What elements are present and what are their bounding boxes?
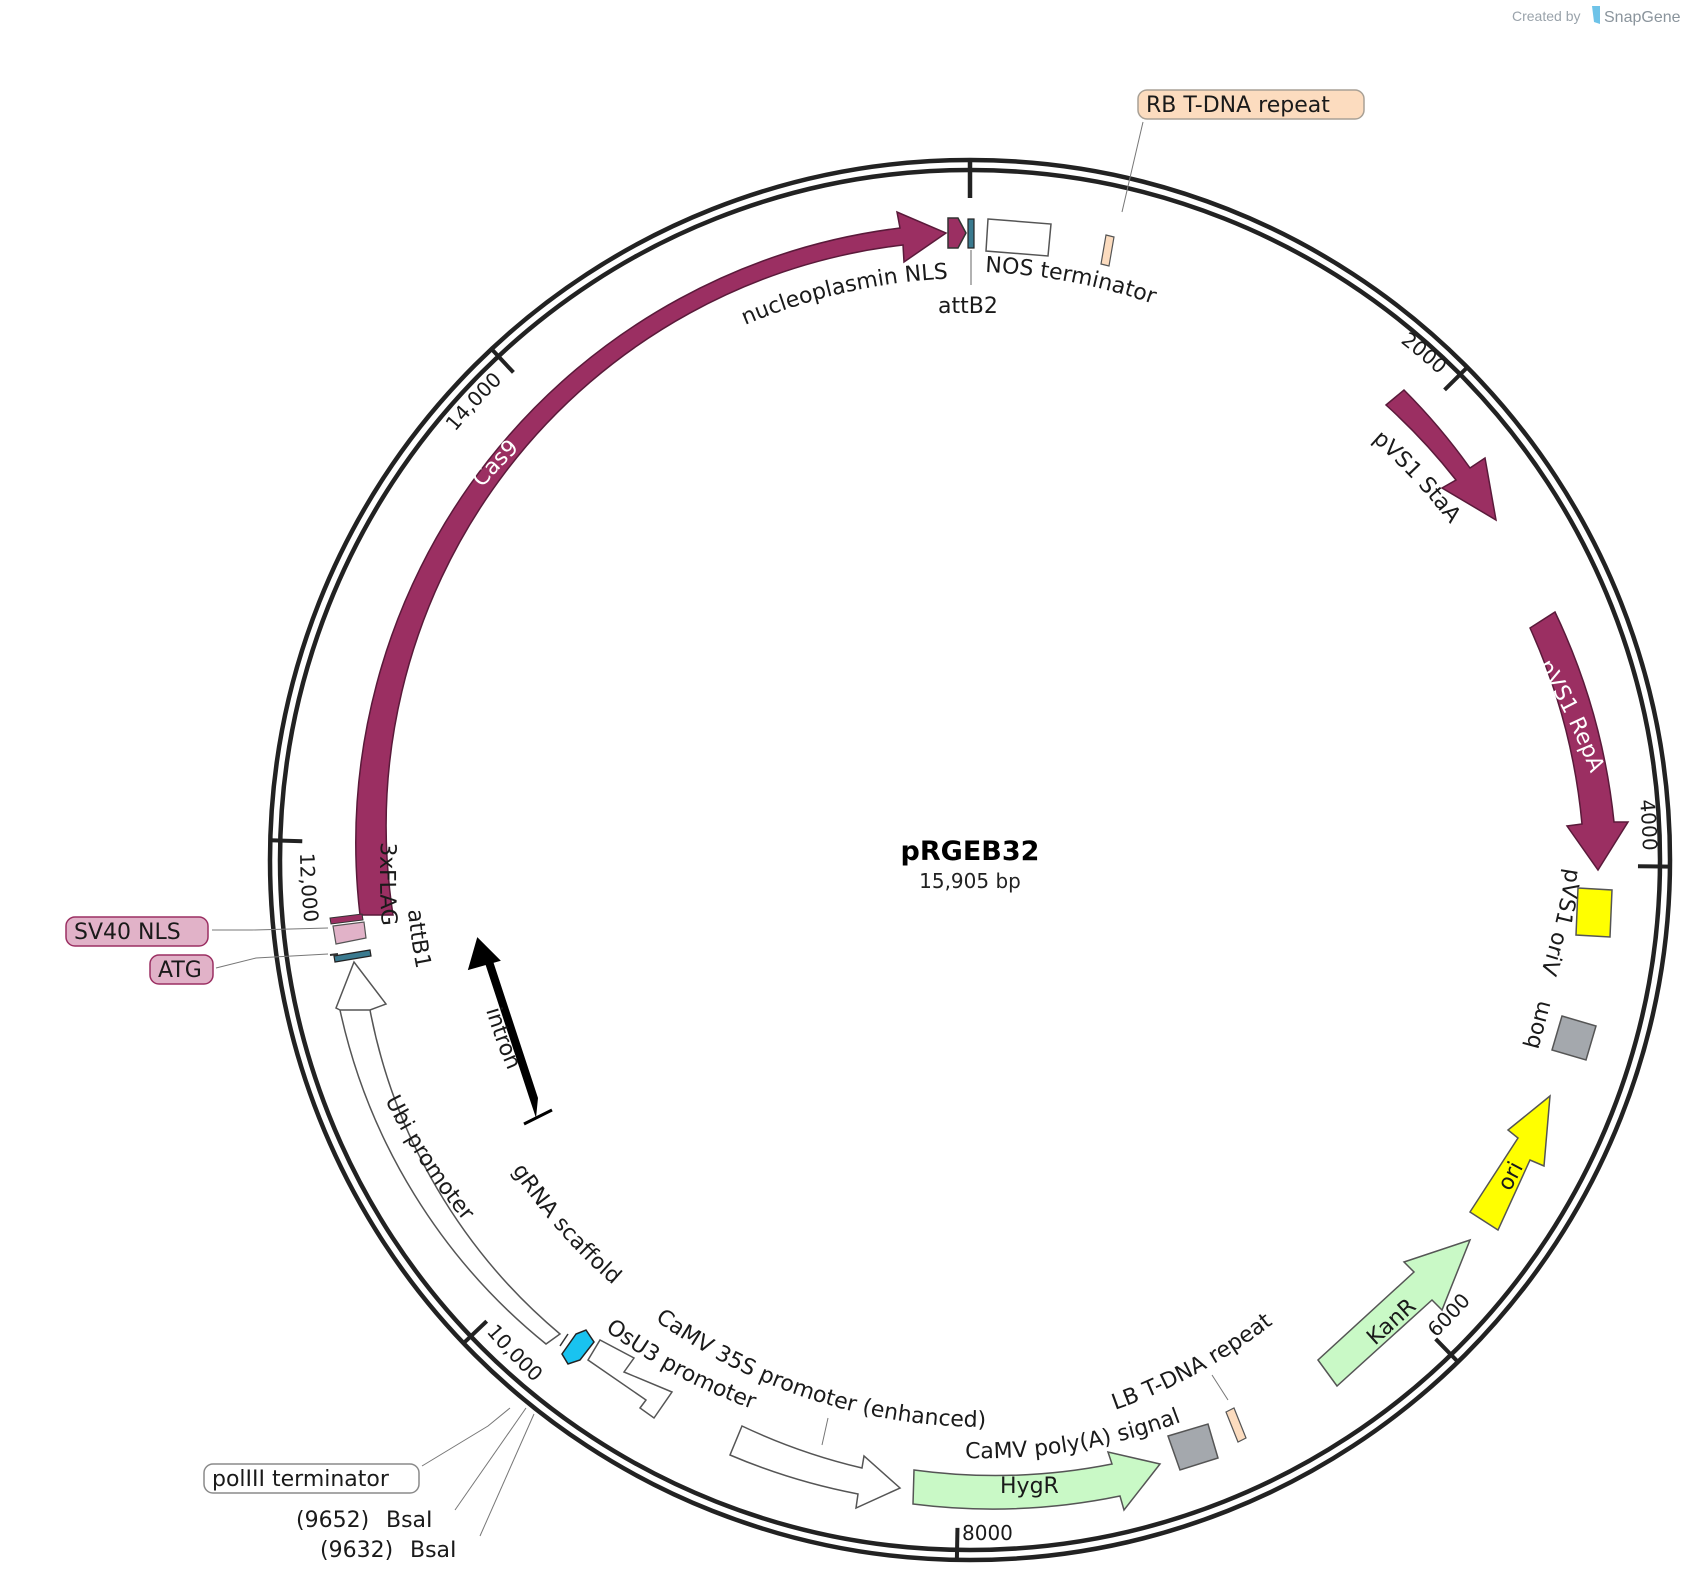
site-bsai-9652[interactable]: (9652) BsaI (296, 1508, 433, 1533)
label-box-atg (149, 954, 214, 985)
bsai-9652-leader-line (454, 1407, 527, 1511)
site-position-9652: (9652) (296, 1508, 369, 1533)
label-grna-scaffold: gRNA scaffold (507, 1159, 626, 1289)
feature-hygr[interactable] (912, 1450, 1162, 1512)
feature-camv-polya[interactable] (1167, 1423, 1219, 1471)
rb-leader-line (1121, 121, 1144, 213)
tick-mark-10000 (462, 1319, 489, 1345)
camv-35s-leader-line (821, 1417, 829, 1446)
feature-ubi-promoter[interactable] (335, 960, 562, 1345)
tick-mark-12000 (270, 838, 303, 844)
tick-label-12000: 12,000 (295, 853, 324, 924)
feature-pvs1-oriv[interactable] (1575, 887, 1613, 938)
feature-bom[interactable] (1551, 1015, 1597, 1061)
label-hygr: HygR (1000, 1474, 1059, 1499)
feature-cas9[interactable] (355, 210, 948, 916)
label-attb2: attB2 (938, 294, 998, 319)
bsai-9632-leader-line (479, 1413, 535, 1537)
feature-nos-terminator[interactable] (985, 218, 1052, 257)
label-nos-terminator: NOS terminator (985, 253, 1161, 310)
feature-nucleoplasmin-nls[interactable] (947, 217, 967, 249)
tick-mark-6000 (1434, 1337, 1460, 1364)
label-3xflag: 3xFLAG (374, 842, 401, 927)
feature-kanr[interactable] (1316, 1238, 1472, 1388)
snapgene-logo-icon (1592, 6, 1600, 24)
feature-camv-35s-promoter[interactable] (729, 1424, 902, 1510)
intron-end-bar (523, 1108, 553, 1126)
tick-mark-2000 (1443, 365, 1469, 392)
feature-pvs1-staa[interactable] (1384, 388, 1498, 522)
label-box-rb-tdna-repeat (1137, 89, 1365, 120)
feature-osu3-promoter[interactable] (586, 1339, 674, 1420)
tick-label-4000: 4000 (1635, 798, 1662, 851)
feature-intron[interactable] (467, 937, 501, 971)
tick-marks (270, 160, 1670, 1560)
credit-text: Created by (1512, 8, 1580, 24)
tick-label-14000: 14,000 (441, 367, 507, 435)
tick-mark-8000 (954, 1527, 960, 1560)
label-bom: bom (1520, 998, 1557, 1052)
site-enzyme-9652: BsaI (386, 1508, 433, 1533)
label-rb-tdna-repeat: RB T-DNA repeat (1146, 93, 1330, 118)
label-sv40-nls: SV40 NLS (74, 920, 181, 945)
label-camv-polya: CaMV poly(A) signal (965, 1404, 1184, 1464)
sv40-leader-line (212, 927, 329, 931)
feature-rb-tdna-repeat[interactable] (1100, 234, 1115, 267)
label-box-sv40-nls (65, 916, 209, 947)
label-pvs1-staa: pVS1 StaA (1368, 426, 1465, 528)
feature-atg[interactable] (329, 953, 339, 956)
feature-3xflag[interactable] (329, 913, 364, 925)
feature-lb-tdna-repeat[interactable] (1225, 1407, 1247, 1443)
label-attb1: attB1 (402, 908, 435, 970)
feature-pvs1-repa[interactable] (1529, 610, 1630, 872)
plasmid-length: 15,905 bp (919, 869, 1021, 893)
lb-leader-line (1211, 1374, 1229, 1401)
feature-sv40-nls[interactable] (332, 921, 367, 945)
label-intron: intron (480, 1005, 525, 1074)
label-lb-tdna-repeat: LB T-DNA repeat (1109, 1308, 1278, 1415)
tick-label-2000: 2000 (1397, 327, 1452, 378)
tick-label-8000: 8000 (962, 1521, 1013, 1545)
site-bsai-9632[interactable]: (9632) BsaI (320, 1538, 457, 1563)
tick-mark-14000 (490, 347, 515, 374)
feature-grna-scaffold[interactable] (561, 1329, 595, 1365)
atg-leader-line (215, 953, 329, 969)
feature-ori[interactable] (1468, 1094, 1551, 1232)
site-position-9632: (9632) (320, 1538, 393, 1563)
feature-poliii-terminator[interactable] (559, 1333, 569, 1347)
feature-attb2[interactable] (967, 218, 975, 249)
feature-attb1[interactable] (333, 949, 372, 963)
feature-intron-body (484, 958, 538, 1118)
credit-brand: SnapGene (1604, 9, 1681, 26)
poliii-leader-line (421, 1407, 511, 1467)
plasmid-name: pRGEB32 (901, 836, 1040, 867)
label-atg: ATG (158, 958, 202, 983)
label-box-poliii-terminator (203, 1463, 420, 1494)
site-enzyme-9632: BsaI (410, 1538, 457, 1563)
label-poliii-terminator: polIII terminator (212, 1467, 390, 1492)
